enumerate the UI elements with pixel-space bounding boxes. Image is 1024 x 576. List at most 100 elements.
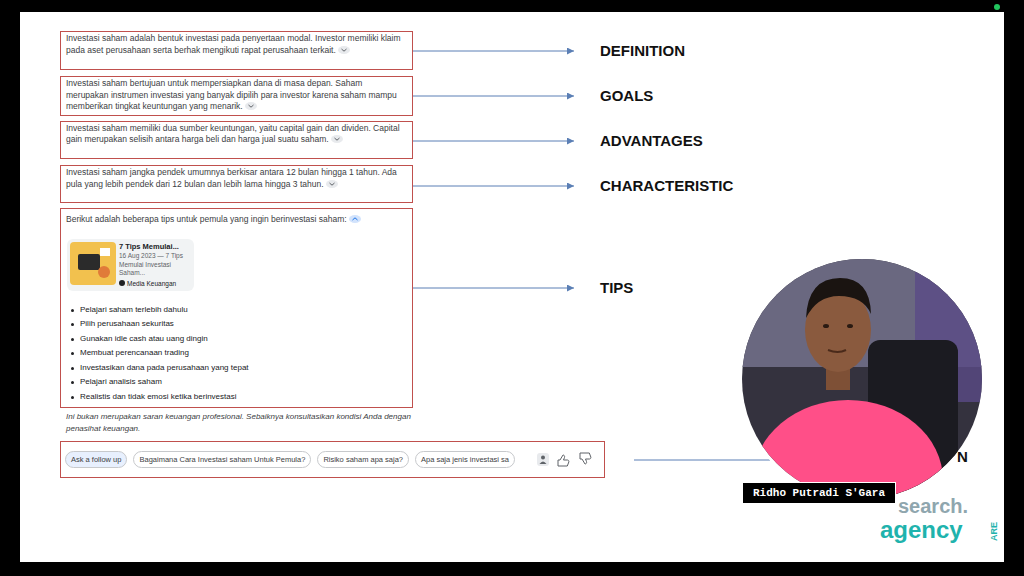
bullet-text: Investasikan dana pada perusahaan yang t…	[80, 363, 249, 372]
bullet-dot	[71, 381, 74, 384]
expand-chevron	[349, 215, 361, 223]
chevron-ground	[245, 102, 257, 110]
mouth	[828, 350, 846, 352]
arrow-connector	[413, 141, 574, 142]
section-label: TIPS	[574, 279, 633, 297]
chevron-mark	[329, 183, 334, 185]
thumbnail-ground	[70, 242, 116, 285]
label-text: GOALS	[600, 87, 653, 104]
eye	[823, 324, 829, 328]
answer-text: Investasi saham adalah bentuk investasi …	[66, 33, 401, 55]
bullet-item: Gunakan idle cash atau uang dingin	[66, 332, 407, 347]
bullet-dot	[71, 309, 74, 312]
bullet-text: Pilih perusahaan sekuritas	[80, 319, 174, 328]
label-text: CHARACTERISTIC	[600, 177, 733, 194]
arrow-connector	[413, 186, 574, 187]
expand-chevron	[326, 180, 338, 188]
bullet-item: Pilih perusahaan sekuritas	[66, 317, 407, 332]
answer-paragraph: Investasi saham adalah bentuk investasi …	[66, 33, 407, 56]
label-text: DEFINITION	[600, 42, 685, 59]
tips-box: Berikut adalah beberapa tips untuk pemul…	[60, 208, 413, 408]
answer-box: Investasi saham bertujuan untuk mempersi…	[60, 76, 413, 116]
logo-tag: ARE	[989, 522, 999, 541]
eye	[847, 324, 853, 328]
bullet-text: Membuat perencanaan trading	[80, 348, 189, 357]
expand-chevron	[338, 46, 350, 54]
logo-word: agency	[880, 518, 963, 542]
chevron-mark	[352, 218, 357, 220]
answer-paragraph: Investasi saham memiliki dua sumber keun…	[66, 123, 407, 146]
logo-word: search.	[898, 496, 968, 516]
thumbs-down-icon	[580, 453, 591, 464]
bullet-dot	[71, 338, 74, 341]
suggestion-bar: Ask a follow upBagaimana Cara Investasi …	[60, 441, 605, 478]
chevron-mark	[248, 105, 253, 107]
slide-background	[20, 12, 1004, 562]
suggestion-chip: Ask a follow up	[65, 451, 127, 468]
chevron-ground	[331, 135, 343, 143]
chevron-ground	[326, 180, 338, 188]
card-row: 16 Aug 2023 — 7 Tips Memulai Investasi S…	[119, 252, 190, 278]
expand-chevron	[331, 135, 343, 143]
bullet-dot	[71, 367, 74, 370]
hair	[806, 278, 871, 318]
intro-text: Berikut adalah beberapa tips untuk pemul…	[66, 214, 347, 224]
suggestion-chip: Risiko saham apa saja?	[317, 451, 409, 468]
chevron-ground	[338, 46, 350, 54]
bullet-item: Investasikan dana pada perusahaan yang t…	[66, 361, 407, 376]
card-row: 7 Tips Memulai...	[119, 242, 190, 252]
tips-intro: Berikut adalah beberapa tips untuk pemul…	[66, 213, 407, 225]
suggestion-chip: Apa saja jenis investasi sa	[415, 451, 515, 468]
section-label: CHARACTERISTIC	[574, 177, 733, 195]
source-card: 7 Tips Memulai...16 Aug 2023 — 7 Tips Me…	[67, 239, 194, 291]
leader-line	[634, 460, 770, 461]
answer-box: Investasi saham adalah bentuk investasi …	[60, 31, 413, 70]
bullet-item: Pelajari saham terlebih dahulu	[66, 303, 407, 318]
bullet-item: Membuat perencanaan trading	[66, 346, 407, 361]
label-text: ADVANTAGES	[600, 132, 703, 149]
bullet-dot	[71, 396, 74, 399]
arrow-connector	[413, 288, 574, 289]
card-thumbnail	[70, 242, 116, 285]
answer-paragraph: Investasi saham jangka pendek umumnya be…	[66, 167, 407, 190]
answer-text: Investasi saham memiliki dua sumber keun…	[66, 123, 400, 145]
disclaimer-note: Ini bukan merupakan saran keuangan profe…	[66, 411, 411, 434]
answer-box: Investasi saham memiliki dua sumber keun…	[60, 121, 413, 159]
section-label: ADVANTAGES	[574, 132, 703, 150]
bullet-item: Realistis dan tidak emosi ketika berinve…	[66, 390, 407, 405]
bullet-text: Realistis dan tidak emosi ketika berinve…	[80, 392, 237, 401]
expand-chevron	[245, 102, 257, 110]
answer-paragraph: Investasi saham bertujuan untuk mempersi…	[66, 78, 407, 113]
source-icon-dot	[119, 280, 125, 286]
answer-box: Investasi saham jangka pendek umumnya be…	[60, 165, 413, 203]
thumbnail-coin	[98, 266, 110, 278]
bullet-text: Gunakan idle cash atau uang dingin	[80, 334, 208, 343]
label-text: TIPS	[600, 279, 633, 296]
thumbs-up-icon	[558, 455, 569, 466]
chevron-ground	[349, 215, 361, 223]
thumbnail-note	[100, 248, 110, 256]
webcam-photo	[740, 257, 990, 560]
section-label: GOALS	[574, 87, 653, 105]
share-icon	[541, 456, 545, 460]
bullet-text: Pelajari saham terlebih dahulu	[80, 305, 188, 314]
bullet-dot	[71, 352, 74, 355]
status-dot	[994, 4, 1000, 10]
share-icon	[540, 462, 547, 465]
card-title: 7 Tips Memulai...	[119, 242, 179, 251]
share-icon	[537, 453, 549, 466]
source-icon	[119, 280, 125, 286]
arrow-connector	[413, 51, 574, 52]
chevron-mark	[341, 49, 346, 51]
name-tag: Ridho Putradi S'Gara	[742, 482, 896, 504]
name-text: Ridho Putradi S'Gara	[753, 487, 885, 499]
answer-text: Investasi saham bertujuan untuk mempersi…	[66, 78, 397, 111]
answer-text: Investasi saham jangka pendek umumnya be…	[66, 167, 397, 189]
card-row: Media Keuangan	[119, 279, 190, 288]
card-source: Media Keuangan	[127, 280, 176, 287]
cut-label: N	[957, 448, 968, 466]
chevron-mark	[334, 138, 339, 140]
